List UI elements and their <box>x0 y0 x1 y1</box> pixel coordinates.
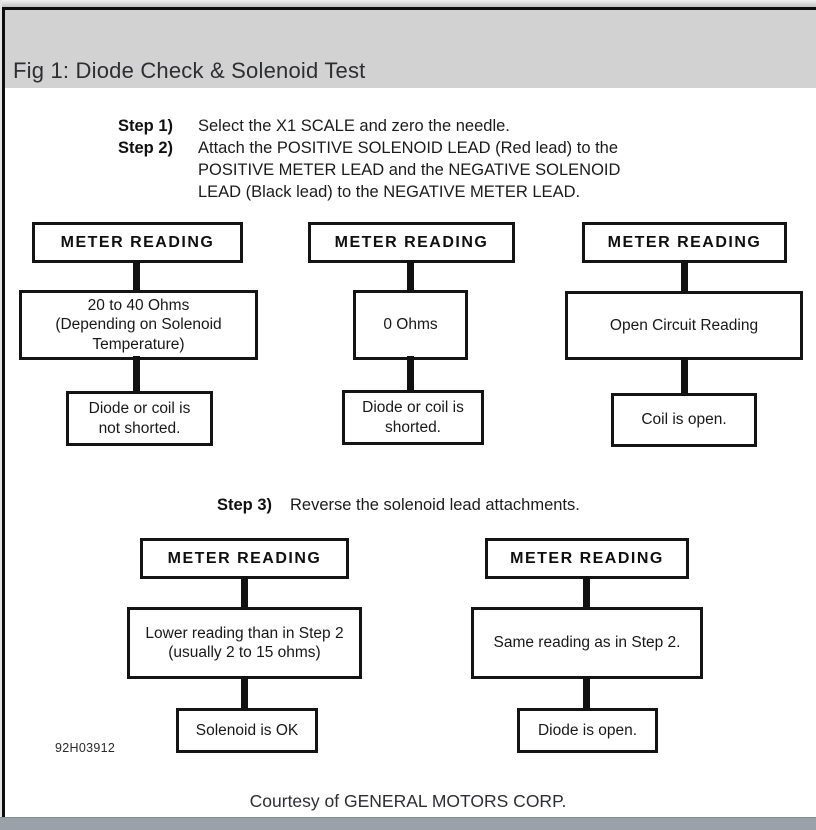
reading-box: 0 Ohms <box>353 290 468 360</box>
connector-line <box>407 356 414 394</box>
reading-box: Open Circuit Reading <box>565 291 803 360</box>
reading-box: Lower reading than in Step 2 (usually 2 … <box>127 607 362 679</box>
step-1-label: Step 1) <box>118 117 174 135</box>
step-1-text: Select the X1 SCALE and zero the needle. <box>198 117 510 135</box>
window-left-edge <box>0 0 2 830</box>
meter-reading-label: METER READING <box>167 549 322 567</box>
window-top-edge <box>0 0 816 7</box>
step-2-text-line-3: LEAD (Black lead) to the NEGATIVE METER … <box>198 183 581 201</box>
step-2-label: Step 2) <box>118 139 174 157</box>
meter-reading-box: METER READING <box>140 538 349 579</box>
connector-line <box>133 356 140 395</box>
reading-text: Lower reading than in Step 2 (usually 2 … <box>145 624 344 661</box>
connector-line <box>583 576 590 610</box>
reading-text: 20 to 40 Ohms (Depending on Solenoid Tem… <box>55 296 222 353</box>
title-bar: Fig 1: Diode Check & Solenoid Test <box>5 10 816 88</box>
step-2-text-line-2: POSITIVE METER LEAD and the NEGATIVE SOL… <box>198 161 621 179</box>
connector-line <box>583 676 590 711</box>
reading-text: Open Circuit Reading <box>609 316 759 334</box>
step-2-text-line-1: Attach the POSITIVE SOLENOID LEAD (Red l… <box>198 139 619 157</box>
result-box: Coil is open. <box>611 393 757 447</box>
step-3-text: Reverse the solenoid lead attachments. <box>290 496 580 514</box>
connector-line <box>241 676 248 711</box>
courtesy-footer: Courtesy of GENERAL MOTORS CORP. <box>249 791 567 811</box>
step-3-label: Step 3) <box>217 496 273 514</box>
result-box: Diode is open. <box>517 708 658 753</box>
result-text: Diode or coil is not shorted. <box>88 400 191 437</box>
connector-line <box>241 576 248 610</box>
meter-reading-label: METER READING <box>60 233 215 251</box>
result-text: Diode is open. <box>537 721 638 739</box>
result-box: Diode or coil is not shorted. <box>66 391 213 446</box>
frame-top-border <box>2 7 816 10</box>
result-box: Solenoid is OK <box>176 708 318 753</box>
figure-code: 92H03912 <box>55 741 116 755</box>
result-text: Coil is open. <box>641 411 727 429</box>
meter-reading-label: METER READING <box>607 233 762 251</box>
connector-line <box>407 260 414 294</box>
connector-line <box>133 260 140 294</box>
connector-line <box>681 357 688 397</box>
meter-reading-box: METER READING <box>32 222 243 263</box>
reading-text: 0 Ohms <box>383 316 438 334</box>
reading-box: Same reading as in Step 2. <box>471 607 703 679</box>
meter-reading-box: METER READING <box>485 538 689 579</box>
frame-left-border <box>2 7 5 817</box>
result-text: Diode or coil is shorted. <box>362 399 464 436</box>
meter-reading-label: METER READING <box>510 549 664 567</box>
bottom-bar <box>0 817 816 830</box>
meter-reading-box: METER READING <box>582 222 787 263</box>
page-title: Fig 1: Diode Check & Solenoid Test <box>13 58 366 83</box>
meter-reading-label: METER READING <box>334 233 489 251</box>
result-text: Solenoid is OK <box>195 721 299 739</box>
connector-line <box>681 260 688 294</box>
reading-text: Same reading as in Step 2. <box>493 634 681 652</box>
reading-box: 20 to 40 Ohms (Depending on Solenoid Tem… <box>19 290 258 360</box>
result-box: Diode or coil is shorted. <box>342 390 484 445</box>
meter-reading-box: METER READING <box>308 222 515 263</box>
